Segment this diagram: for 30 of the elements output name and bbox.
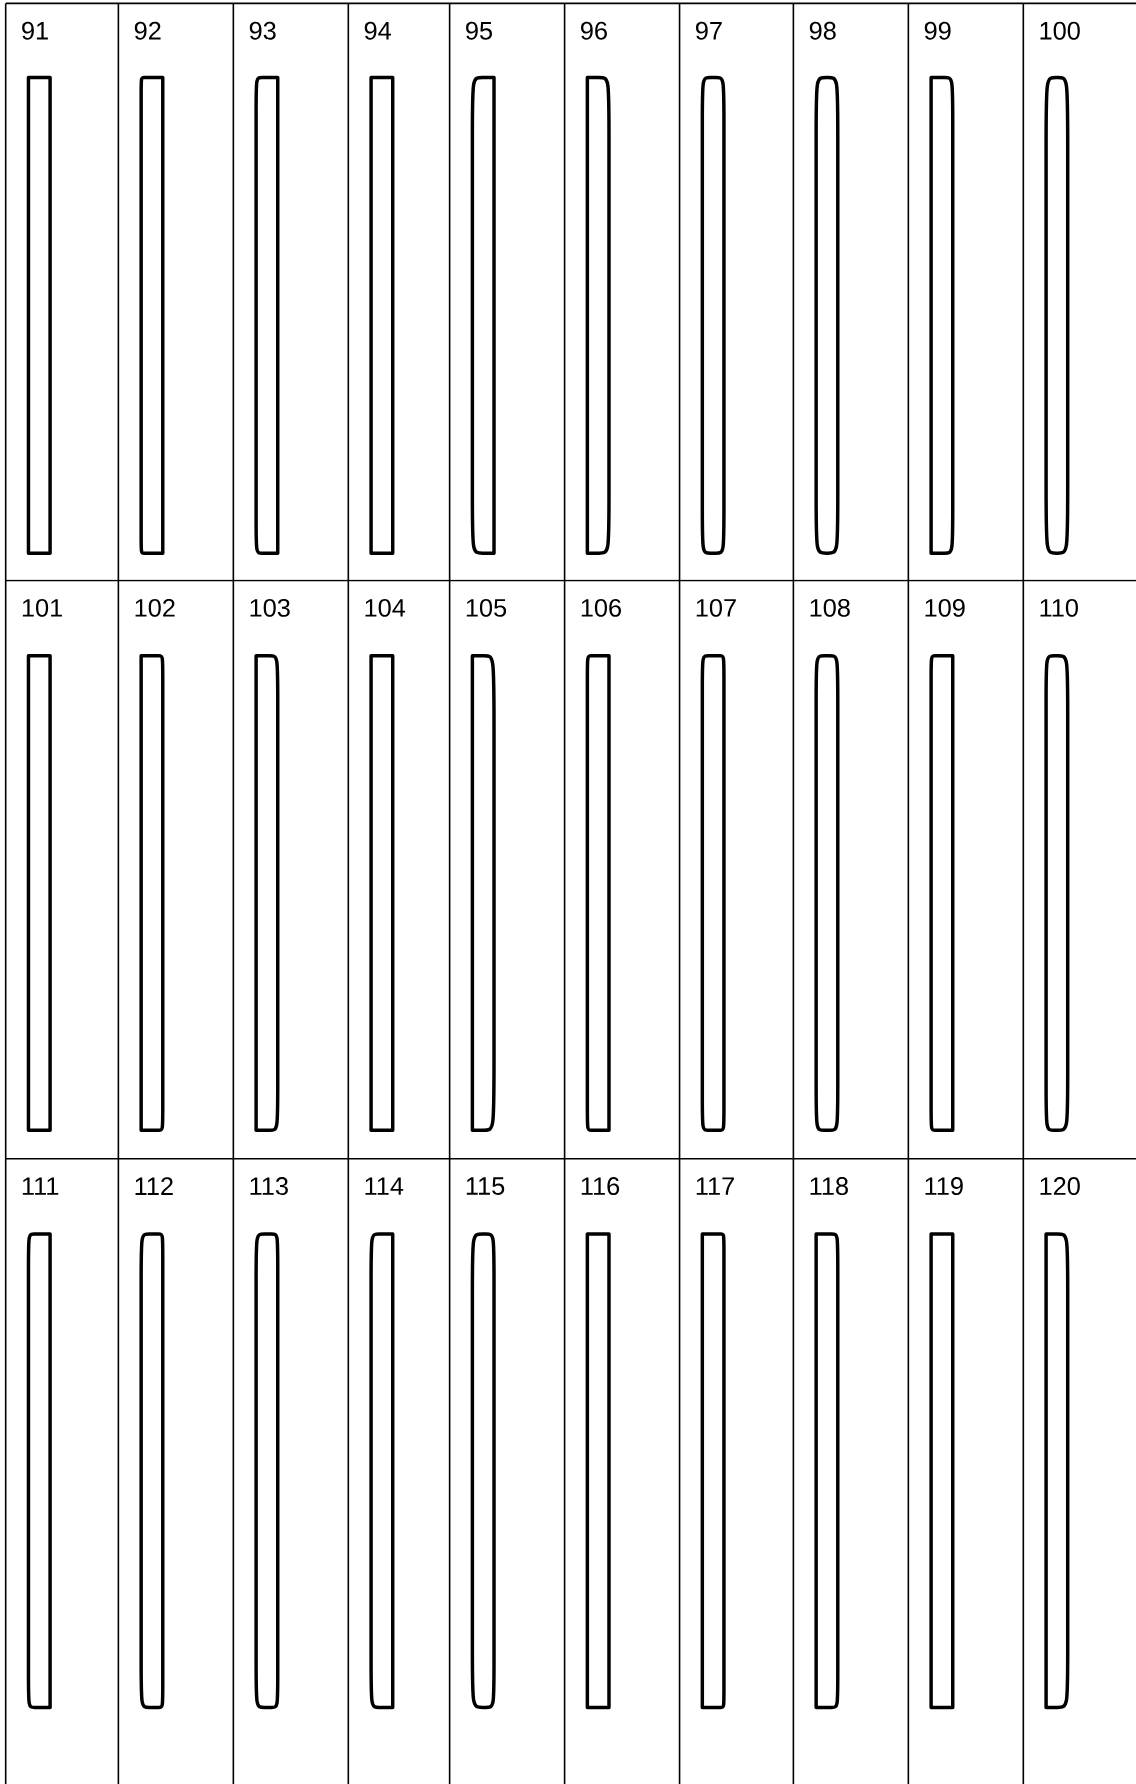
cell-number: 98	[809, 21, 836, 40]
cell-number: 96	[581, 21, 607, 40]
cell-number: 108	[810, 598, 850, 617]
cell-number: 115	[466, 1177, 505, 1195]
cell-number: 103	[250, 598, 290, 617]
cell-number: 112	[135, 1177, 173, 1195]
cell-number: 118	[810, 1177, 848, 1196]
cell-number: 110	[1040, 598, 1078, 617]
cell-number: 117	[696, 1177, 734, 1195]
cell-number: 107	[696, 598, 736, 617]
cell-number: 111	[22, 1177, 59, 1195]
cell-number: 92	[134, 21, 161, 40]
cell-number: 120	[1040, 1177, 1080, 1196]
cell-number: 116	[581, 1177, 620, 1196]
cell-number: 93	[249, 21, 276, 40]
cell-number: 99	[924, 21, 951, 40]
cell-number: 105	[466, 598, 507, 617]
cell-number: 102	[135, 598, 175, 617]
cell-number: 114	[365, 1177, 404, 1195]
cell-number: 97	[696, 21, 722, 40]
cell-number: 106	[581, 598, 621, 617]
cell-number: 109	[925, 598, 965, 617]
cell-number: 95	[466, 21, 492, 40]
cell-number: 94	[364, 21, 391, 40]
cell-number: 119	[925, 1177, 963, 1196]
cell-number: 113	[250, 1177, 288, 1196]
cell-number: 101	[22, 598, 62, 617]
cell-number: 91	[22, 21, 48, 40]
cell-number: 104	[365, 598, 406, 617]
cell-number: 100	[1040, 21, 1080, 40]
